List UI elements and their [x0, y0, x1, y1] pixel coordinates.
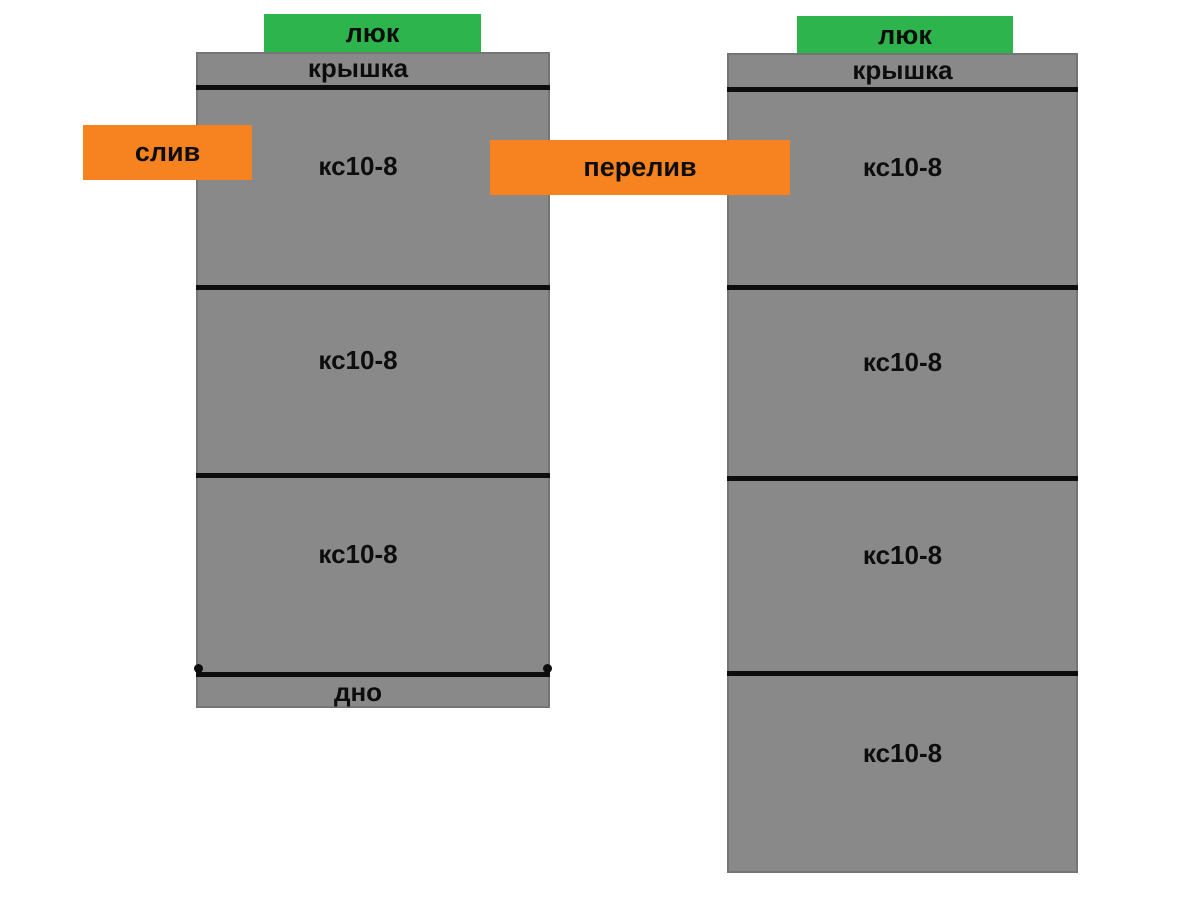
hatch-label-left: люк — [345, 18, 400, 48]
ring-section-right-4: кс10-8 — [727, 676, 1078, 873]
bottom-label-left: дно — [333, 677, 383, 707]
ring-label-right-3: кс10-8 — [862, 539, 943, 570]
cover-label-right: крышка — [852, 54, 953, 85]
drain-label: слив — [134, 137, 201, 167]
ring-section-right-3: кс10-8 — [727, 481, 1078, 676]
bottom-section-left: дно — [196, 677, 550, 708]
ring-section-right-2: кс10-8 — [727, 290, 1078, 481]
ring-label-left-3: кс10-8 — [318, 538, 398, 569]
ring-section-left-1: кс10-8 — [196, 90, 550, 290]
ring-label-right-2: кс10-8 — [862, 346, 943, 377]
hatch-block-left: люк — [264, 14, 481, 53]
ring-section-right-1: кс10-8 — [727, 92, 1078, 290]
ring-label-right-1: кс10-8 — [862, 152, 943, 182]
hatch-block-right: люк — [797, 16, 1013, 54]
ring-label-right-4: кс10-8 — [862, 738, 943, 768]
overflow-callout: перелив — [490, 140, 790, 195]
drain-callout: слив — [83, 125, 252, 180]
cover-section-left: крышка — [196, 52, 550, 90]
ring-section-left-2: кс10-8 — [196, 290, 550, 478]
cover-section-right: крышка — [727, 53, 1078, 92]
ring-label-left-2: кс10-8 — [318, 345, 398, 375]
hatch-label-right: люк — [878, 19, 932, 50]
ring-label-left-1: кс10-8 — [318, 151, 398, 181]
overflow-label: перелив — [583, 152, 697, 182]
ring-section-left-3: кс10-8 — [194, 478, 552, 677]
cover-label-left: крышка — [307, 53, 409, 83]
